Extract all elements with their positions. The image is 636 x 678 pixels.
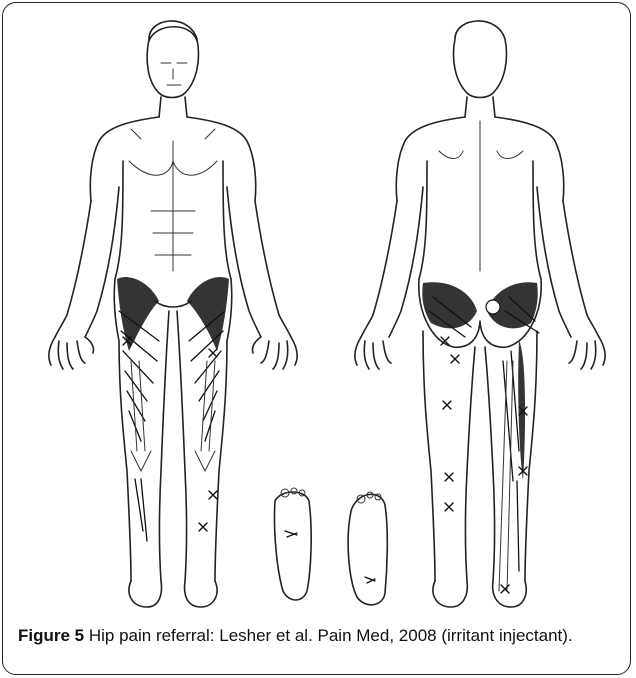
back-body-figure — [355, 21, 605, 607]
figure-caption: Figure 5 Hip pain referral: Lesher et al… — [18, 624, 618, 647]
pain-referral-illustration — [19, 11, 623, 617]
figure-caption-text: Hip pain referral: Lesher et al. Pain Me… — [84, 626, 573, 645]
foot-sole-right-figure — [348, 492, 387, 605]
body-diagram-svg — [19, 11, 623, 617]
foot-sole-left-figure — [274, 488, 311, 600]
front-body-figure — [49, 21, 297, 607]
figure-label: Figure 5 — [18, 626, 84, 645]
